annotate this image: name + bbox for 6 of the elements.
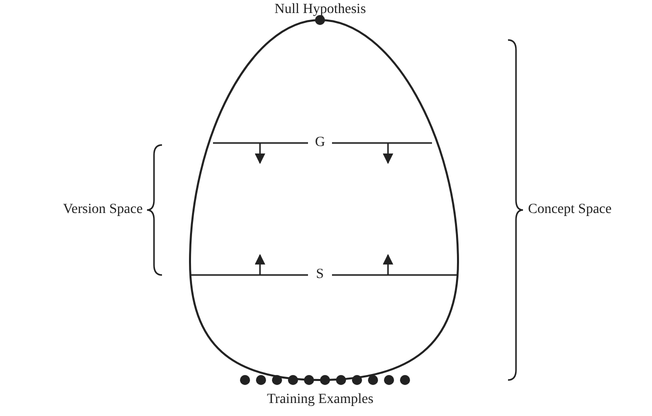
training-examples-label: Training Examples	[267, 392, 374, 408]
hypothesis-label: Null Hypothesis	[274, 2, 366, 18]
concept-space-label: Concept Space	[528, 202, 612, 218]
boundary-label: S	[316, 267, 324, 283]
boundary-label: G	[315, 135, 326, 151]
version-space-label: Version Space	[63, 202, 143, 218]
